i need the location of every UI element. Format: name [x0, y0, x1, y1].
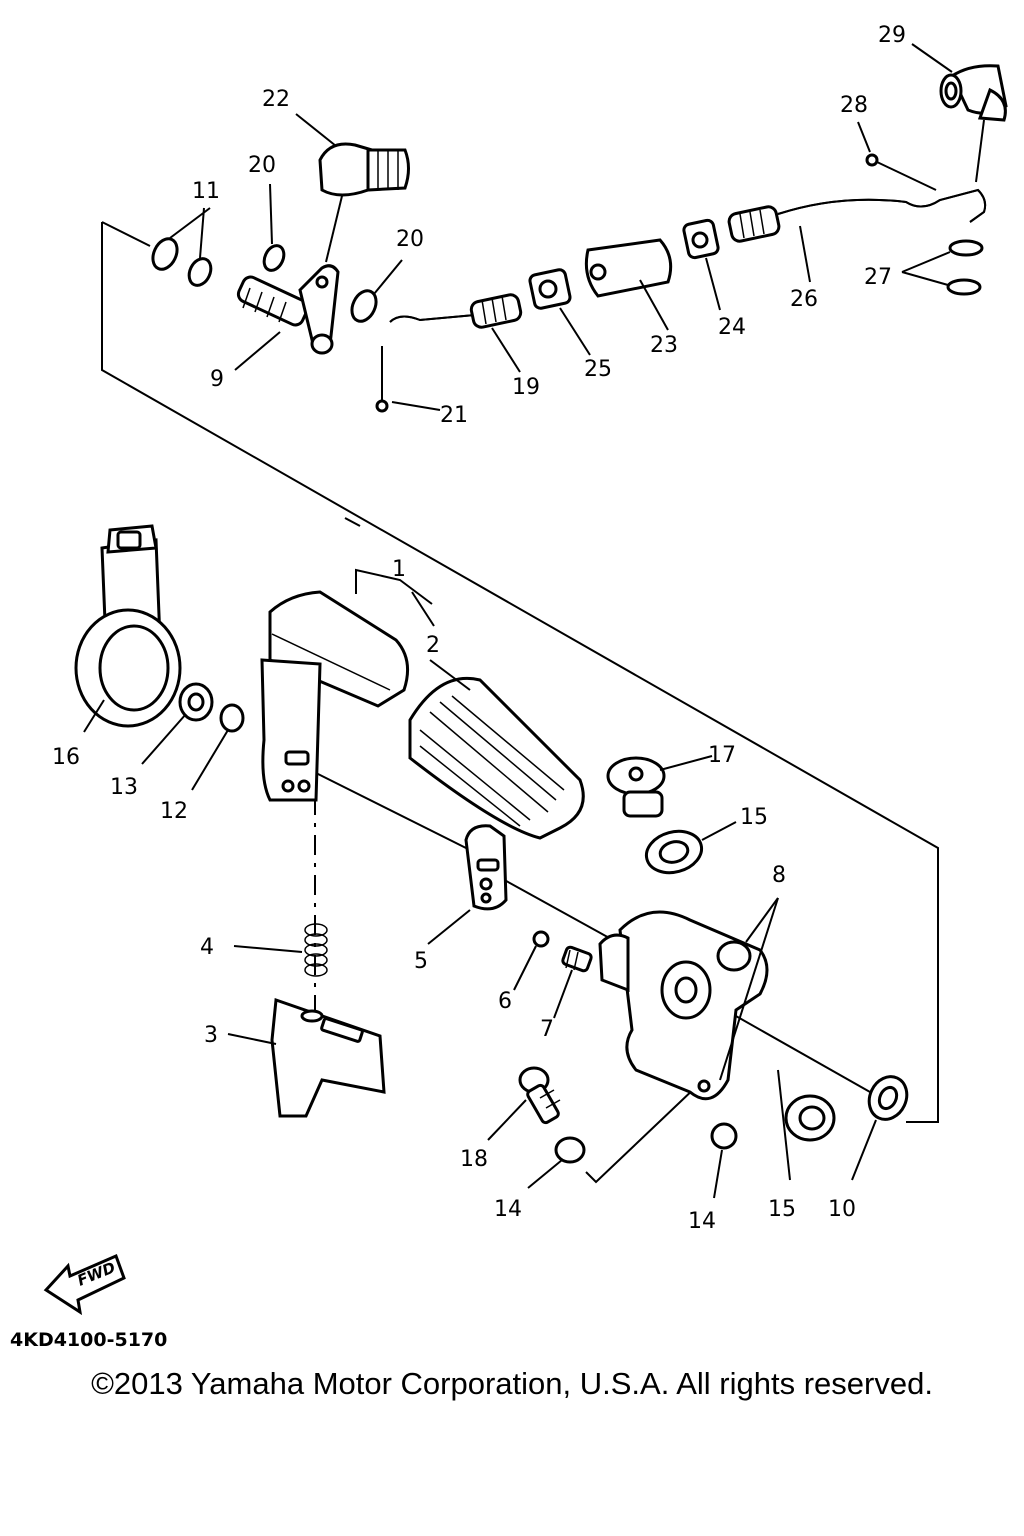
washer-27a: [948, 239, 984, 257]
handle-housing-1: [260, 590, 410, 802]
part-label-29: 29: [878, 23, 906, 48]
part-label-21: 21: [440, 403, 468, 428]
joint-23: [584, 238, 673, 298]
part-label-14b: 14: [688, 1209, 716, 1234]
part-label-20a: 20: [248, 153, 276, 178]
lower-leader-lines: [83, 568, 877, 1199]
part-labels: 29 22 28 20 11 20 27 26 24 23 25 9 19 21…: [52, 23, 906, 1234]
part-label-6: 6: [498, 989, 512, 1014]
grip-16: [74, 524, 182, 728]
copyright-notice: ©2013 Yamaha Motor Corporation, U.S.A. A…: [91, 1366, 933, 1401]
part-label-15a: 15: [740, 805, 768, 830]
part-label-14a: 14: [494, 1197, 522, 1222]
part-label-17: 17: [708, 743, 736, 768]
washer-14b: [710, 1122, 738, 1150]
washer-10-hole: [877, 1085, 899, 1111]
slider-3: [270, 997, 386, 1118]
part-label-9: 9: [210, 367, 224, 392]
part-label-22: 22: [262, 87, 290, 112]
part-label-4: 4: [200, 935, 214, 960]
cotter-pin-21: [375, 346, 389, 413]
ball-6: [532, 930, 550, 948]
part-label-7: 7: [540, 1017, 554, 1042]
part-label-2: 2: [426, 633, 440, 658]
bolt-18: [518, 1066, 561, 1125]
spring-4: [304, 923, 328, 977]
washer-11b: [187, 257, 213, 287]
base-bracket-8: [598, 910, 769, 1101]
lever-shaft-9: [236, 264, 340, 355]
forward-arrow-icon: FWD: [43, 1253, 126, 1316]
washer-11a: [151, 237, 179, 271]
part-label-26: 26: [790, 287, 818, 312]
part-label-15b: 15: [768, 1197, 796, 1222]
grip-2: [408, 676, 585, 840]
washer-20b: [350, 289, 378, 323]
washer-27b: [946, 278, 982, 296]
part-label-13: 13: [110, 775, 138, 800]
washer-12: [219, 703, 245, 733]
part-label-11: 11: [192, 179, 220, 204]
cable-cap-29: [939, 64, 1008, 122]
spring-7: [561, 945, 593, 973]
part-label-24: 24: [718, 315, 746, 340]
cable-cap-22: [318, 142, 410, 197]
part-label-5: 5: [414, 949, 428, 974]
link-rod-26: [727, 188, 987, 243]
nut-24: [682, 218, 720, 260]
cotter-pin-28: [865, 153, 937, 191]
diagram-code: 4KD4100-5170: [10, 1329, 167, 1351]
nut-25: [528, 268, 572, 310]
part-label-23: 23: [650, 333, 678, 358]
part-label-3: 3: [204, 1023, 218, 1048]
detent-plate-5: [464, 824, 508, 911]
part-label-25: 25: [584, 357, 612, 382]
part-label-10: 10: [828, 1197, 856, 1222]
part-label-1: 1: [392, 557, 406, 582]
leader-lines: [169, 43, 985, 411]
part-label-20b: 20: [396, 227, 424, 252]
nut-13: [178, 682, 214, 722]
washer-14a: [554, 1136, 586, 1164]
plug-17: [606, 756, 666, 818]
washer-15b-hole: [798, 1105, 826, 1131]
part-label-8: 8: [772, 863, 786, 888]
part-label-18: 18: [460, 1147, 488, 1172]
part-label-19: 19: [512, 375, 540, 400]
part-label-12: 12: [160, 799, 188, 824]
part-label-28: 28: [840, 93, 868, 118]
assembly-bracket-lines: [101, 221, 939, 1184]
washer-15a-hole: [658, 840, 690, 864]
part-label-27: 27: [864, 265, 892, 290]
lower-handle-assembly: [74, 524, 909, 1164]
washer-20a: [262, 244, 286, 272]
part-label-16: 16: [52, 745, 80, 770]
link-rod-19: [389, 293, 523, 329]
top-linkage-assembly: [151, 64, 1008, 413]
